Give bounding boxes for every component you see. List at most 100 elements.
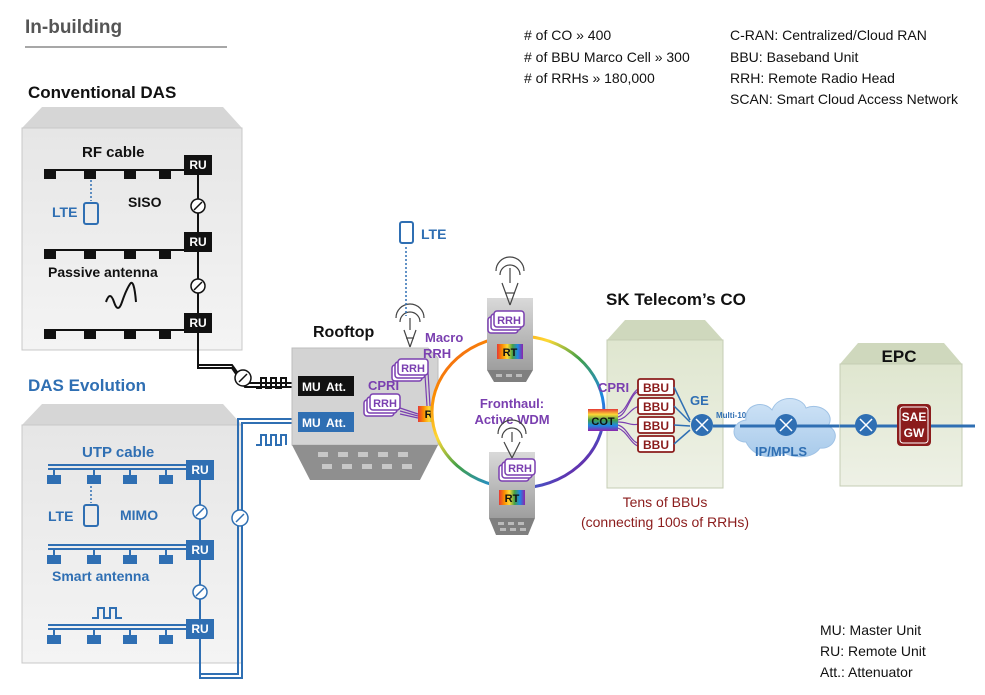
evolution-roof [22,404,242,425]
cot-box [588,409,618,431]
rrh-box [397,358,429,376]
rt-label: RT [503,347,518,359]
bbu-label: BBU [643,419,669,433]
cot-label: COT [591,416,615,428]
antenna-icon [159,475,173,484]
glossary-cran: C-RAN: Centralized/Cloud RAN [730,27,927,43]
antenna-icon [84,329,96,339]
glossary-top: C-RAN: Centralized/Cloud RAN BBU: Baseba… [730,27,959,107]
stats-block: # of CO » 400 # of BBU Marco Cell » 300 … [524,27,690,86]
antenna-icon [123,635,137,644]
ru-label: RU [191,622,208,636]
ru-label: RU [191,463,208,477]
multi-10ge-label: Multi-10GE [716,411,758,420]
epc-roof [840,343,962,364]
rooftop-title: Rooftop [313,324,375,341]
bbu-label: BBU [643,400,669,414]
glossary-bbu: BBU: Baseband Unit [730,49,859,65]
smart-antenna-label: Smart antenna [52,568,149,584]
passive-antenna-label: Passive antenna [48,264,158,280]
epc: EPC SAE GW [839,343,975,487]
das-evolution-title: DAS Evolution [28,376,146,395]
sae-label: SAE [902,410,927,424]
antenna-icon [87,555,101,564]
ru-label: RU [189,158,206,172]
rrh-label: RRH [373,398,397,410]
pulse-icon [92,607,122,619]
antenna-icon [123,555,137,564]
wave-icon [105,281,137,309]
stat-co: # of CO » 400 [524,27,611,43]
rrh-box [504,458,536,476]
stat-bbu: # of BBU Marco Cell » 300 [524,49,690,65]
central-office: SK Telecom’s CO CPRI COT BBU BBU BBU BBU [581,290,749,530]
rt-label: RT [505,493,520,505]
antenna-icon [124,329,136,339]
site-cabinet [487,298,533,370]
co-cpri-label: CPRI [598,380,629,395]
glossary-mu: MU: Master Unit [820,622,921,638]
phone-icon [399,221,414,244]
fronthaul-line1: Fronthaul: [480,396,544,411]
rt-box [497,344,523,359]
antenna-icon [123,475,137,484]
conventional-lte-label: LTE [52,204,77,220]
glossary-scan: SCAN: Smart Cloud Access Network [730,91,959,107]
epc-title: EPC [882,347,917,366]
ru-label: RU [189,316,206,330]
ru-label: RU [191,543,208,557]
mu-att-box [298,412,354,432]
att-label: Att. [326,416,346,430]
pulse-icon [256,377,287,389]
evolution-lte-label: LTE [48,508,73,524]
ru-box [184,313,212,333]
siso-label: SISO [128,194,162,210]
antenna-icon [44,169,56,179]
stat-rrh: # of RRHs » 180,000 [524,70,655,86]
conventional-roof [22,107,242,128]
bbu-label: BBU [643,438,669,452]
rrh-label: RRH [497,315,521,327]
gw-label: GW [904,426,925,440]
phone-icon [83,504,99,527]
macro-rrh-label: RRH [423,346,451,361]
rooftop-base [292,445,438,480]
antenna-icon [84,169,96,179]
mu-label: MU [302,380,321,394]
mimo-label: MIMO [120,507,158,523]
section-title: In-building [25,17,122,38]
rrh-label: RRH [508,463,532,475]
glossary-bottom: MU: Master Unit RU: Remote Unit Att.: At… [820,622,926,680]
ge-label: GE [690,393,709,408]
macro-site-bottom: RRH RT [489,419,536,535]
rrh-box [369,393,401,411]
antenna-icon [124,169,136,179]
ru-label: RU [189,235,206,249]
ip-mpls-cloud: IP/MPLS [733,398,836,459]
conventional-das: Conventional DAS RF cable SISO Passive a… [21,83,243,351]
bbu-caption-line2: (connecting 100s of RRHs) [581,514,749,530]
rrh-label: RRH [401,363,425,375]
das-evolution: DAS Evolution UTP cable MIMO Smart anten… [21,376,243,664]
mu-att-box [298,376,354,396]
ru-box [186,540,214,560]
glossary-att: Att.: Attenuator [820,664,913,680]
tower-icon [497,419,527,459]
pulse-icon [256,434,287,446]
tower-icon [495,256,525,306]
tower-icon [395,303,425,348]
antenna-icon [47,635,61,644]
bbu-label: BBU [643,381,669,395]
glossary-ru: RU: Remote Unit [820,643,926,659]
antenna-icon [159,329,171,339]
antenna-icon [159,249,171,259]
rf-cable-label: RF cable [82,144,145,161]
cloud-label: IP/MPLS [755,444,807,459]
antenna-icon [124,249,136,259]
antenna-icon [44,249,56,259]
phone-icon [83,202,99,225]
antenna-icon [159,169,171,179]
ru-box [186,619,214,639]
antenna-icon [87,635,101,644]
